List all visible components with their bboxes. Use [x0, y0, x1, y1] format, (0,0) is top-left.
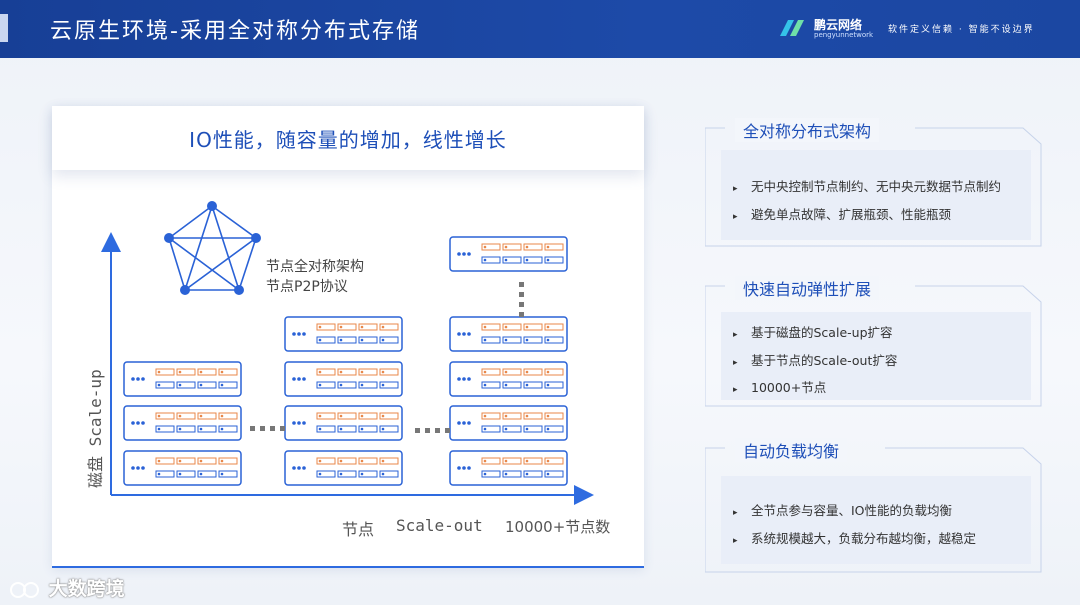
section-box [721, 312, 1031, 400]
scale-up-dots [519, 282, 524, 317]
watermark-text: 大数跨境 [48, 578, 125, 600]
section-box [721, 476, 1031, 564]
header-bar: 云原生环境-采用全对称分布式存储 鹏云网络 pengyunnetwork 软件定… [0, 0, 1080, 58]
bullet-item: ▸10000+节点 [733, 380, 827, 395]
section-title: 自动负载均衡 [735, 438, 848, 462]
section-frame [705, 285, 1042, 407]
server-icon [449, 236, 568, 272]
p2p-label: 节点全对称架构 节点P2P协议 [266, 257, 364, 297]
brand-logo-icon [780, 20, 804, 36]
pentagon-network-icon [166, 205, 259, 293]
banner: IO性能，随容量的增加，线性增长 [52, 106, 644, 170]
bullet-item: ▸系统规模越大，负载分布越均衡，越稳定 [733, 531, 977, 546]
header-accent [0, 14, 8, 42]
panel-bottom-line [52, 566, 644, 568]
scale-out-dots [250, 426, 450, 433]
arrow-icon: ▸ [733, 358, 738, 368]
watermark-icon [10, 581, 39, 598]
section-load-balancing: 自动负载均衡 ▸全节点参与容量、IO性能的负载均衡 ▸系统规模越大，负载分布越均… [705, 438, 1043, 574]
bullet-item: ▸基于磁盘的Scale-up扩容 [733, 325, 893, 340]
network-nodes [164, 201, 261, 295]
server-icon [284, 316, 403, 352]
arrow-icon: ▸ [733, 330, 738, 340]
bullet-item: ▸基于节点的Scale-out扩容 [733, 353, 898, 368]
banner-text: IO性能，随容量的增加，线性增长 [189, 128, 507, 152]
section-box [721, 150, 1031, 240]
header-slogan: 软件定义信赖 · 智能不设边界 [888, 25, 1035, 35]
brand-name: 鹏云网络 [814, 18, 863, 32]
arrow-icon: ▸ [733, 212, 738, 222]
section-symmetric-architecture: 全对称分布式架构 ▸无中央控制节点制约、无中央元数据节点制约 ▸避免单点故障、扩… [705, 118, 1043, 248]
server-icon [123, 450, 242, 486]
x-axis-label-nodes: 节点 [342, 520, 375, 539]
brand-logo: 鹏云网络 pengyunnetwork [778, 16, 888, 44]
page-title: 云原生环境-采用全对称分布式存储 [50, 19, 420, 44]
arrow-icon: ▸ [733, 184, 738, 194]
section-elastic-scaling: 快速自动弹性扩展 ▸基于磁盘的Scale-up扩容 ▸基于节点的Scale-ou… [705, 276, 1043, 408]
server-icon [284, 361, 403, 397]
bullet-item: ▸避免单点故障、扩展瓶颈、性能瓶颈 [733, 207, 952, 222]
server-icon [284, 405, 403, 441]
x-axis-label-count: 10000+节点数 [505, 518, 611, 536]
p2p-label-line2: 节点P2P协议 [266, 279, 348, 295]
server-icon [284, 450, 403, 486]
brand-sub: pengyunnetwork [814, 31, 874, 39]
arrow-icon: ▸ [733, 508, 738, 518]
arrow-icon: ▸ [733, 536, 738, 546]
server-icon [449, 361, 568, 397]
scale-diagram [101, 201, 594, 505]
watermark: 大数跨境 [8, 574, 125, 601]
section-frame [705, 127, 1042, 247]
x-axis-label-scale-out: Scale-out [396, 516, 483, 535]
p2p-label-line1: 节点全对称架构 [266, 259, 364, 275]
server-icon [123, 361, 242, 397]
section-title: 全对称分布式架构 [735, 118, 880, 142]
server-icon [449, 316, 568, 352]
server-icon [123, 405, 242, 441]
y-axis-label-text: 磁盘 Scale-up [86, 369, 105, 488]
server-icon [449, 450, 568, 486]
section-title: 快速自动弹性扩展 [735, 276, 880, 300]
bullet-item: ▸无中央控制节点制约、无中央元数据节点制约 [733, 179, 1002, 194]
server-icon [449, 405, 568, 441]
bullet-item: ▸全节点参与容量、IO性能的负载均衡 [733, 503, 953, 518]
y-axis-label: 磁盘 Scale-up [80, 340, 110, 490]
arrow-icon: ▸ [733, 385, 738, 395]
section-frame [705, 447, 1042, 573]
